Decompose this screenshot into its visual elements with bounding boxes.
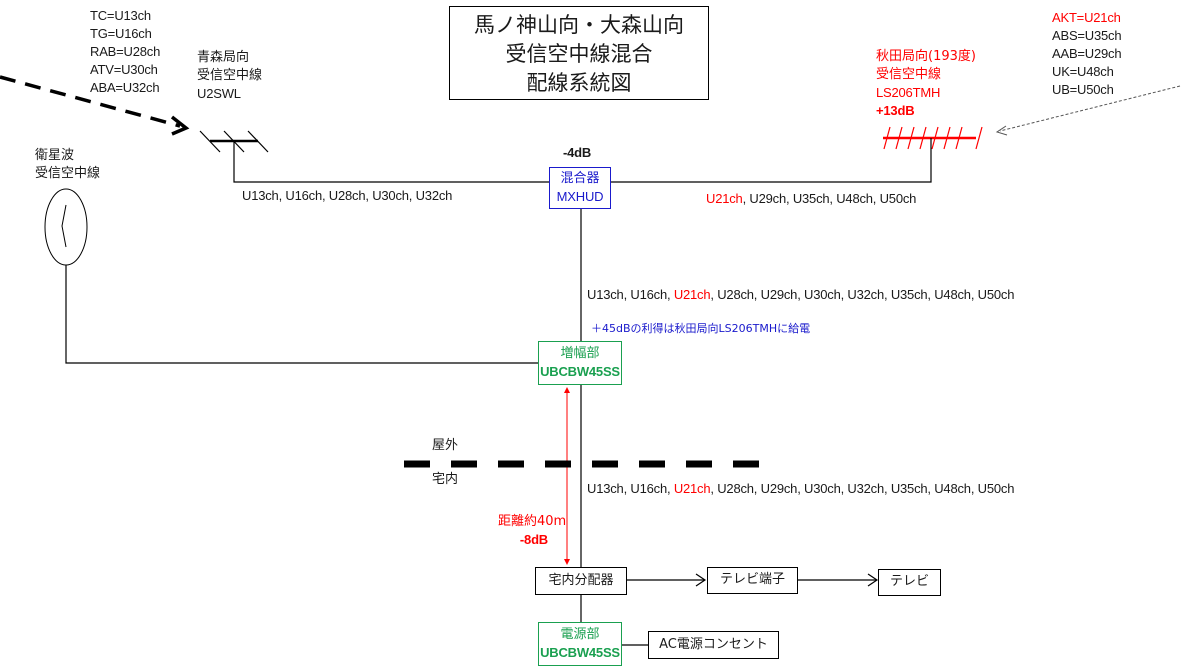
channel-item: TC=U13ch	[90, 8, 151, 23]
aomori-channel-list: TC=U13ch TG=U16ch RAB=U28ch ATV=U30ch AB…	[90, 7, 160, 97]
mixed-channels-upper: U13ch, U16ch, U21ch, U28ch, U29ch, U30ch…	[587, 286, 1014, 304]
channel-item: UB=U50ch	[1052, 82, 1114, 97]
channel-item: AAB=U29ch	[1052, 46, 1122, 61]
amplifier-model: UBCBW45SS	[540, 364, 620, 379]
channel-after: , U28ch, U29ch, U30ch, U32ch, U35ch, U48…	[710, 481, 1015, 496]
power-unit-box: 電源部 UBCBW45SS	[538, 622, 622, 666]
akita-antenna-direction: 秋田局向(193度)	[876, 49, 976, 64]
title-line-3: 配線系統図	[526, 71, 632, 95]
channel-item: AKT=U21ch	[1052, 10, 1121, 25]
channel-item: RAB=U28ch	[90, 44, 161, 59]
satellite-antenna-label: 衛星波 受信空中線	[35, 147, 100, 183]
channel-highlight: U21ch	[673, 287, 711, 302]
power-feed-note: ＋45dBの利得は秋田局向LS206TMHに給電	[591, 322, 811, 335]
diagram-title: 馬ノ神山向・大森山向 受信空中線混合 配線系統図	[449, 6, 709, 100]
mixer-loss: -4dB	[563, 145, 592, 160]
akita-antenna-type: 受信空中線	[876, 67, 942, 82]
amplifier-name: 増幅部	[560, 346, 600, 361]
akita-antenna-model: LS206TMH	[876, 85, 941, 100]
aomori-antenna-label: 青森局向 受信空中線 U2SWL	[197, 49, 262, 103]
channel-item: ABA=U32ch	[90, 80, 160, 95]
channel-item: ABS=U35ch	[1052, 28, 1122, 43]
ac-outlet-box: AC電源コンセント	[648, 631, 779, 659]
tv-outlet-box: テレビ端子	[707, 567, 798, 594]
channel-highlight: U21ch	[706, 191, 743, 206]
channel-item: TG=U16ch	[90, 26, 152, 41]
aomori-antenna-type: 受信空中線	[197, 68, 263, 83]
mixer-box: 混合器 MXHUD	[549, 167, 611, 209]
akita-feed-channels: U21ch, U29ch, U35ch, U48ch, U50ch	[706, 190, 916, 208]
aomori-signal-arrow	[0, 75, 190, 136]
cable-loss: -8dB	[519, 532, 548, 547]
splitter-to-outlet-arrow	[627, 573, 707, 587]
splitter-box: 宅内分配器	[535, 567, 627, 595]
title-line-2: 受信空中線混合	[505, 42, 653, 66]
mixer-name: 混合器	[560, 171, 600, 186]
akita-antenna-gain: +13dB	[876, 103, 915, 118]
akita-antenna-icon	[883, 126, 983, 150]
tv-box: テレビ	[878, 569, 941, 596]
akita-signal-arrow	[995, 85, 1181, 136]
aomori-feed-channels: U13ch, U16ch, U28ch, U30ch, U32ch	[242, 188, 453, 203]
mixer-model: MXHUD	[556, 189, 604, 204]
aomori-antenna-direction: 青森局向	[197, 50, 250, 65]
outlet-to-tv-arrow	[798, 573, 879, 587]
cable-distance-label: 距離約40m -8dB	[498, 513, 567, 549]
indoor-label: 宅内	[432, 472, 459, 487]
aomori-antenna-model: U2SWL	[197, 86, 241, 101]
channel-item: ATV=U30ch	[90, 62, 158, 77]
channel-highlight: U21ch	[673, 481, 711, 496]
satellite-label-line-1: 衛星波	[35, 148, 75, 163]
satellite-feed-line	[65, 265, 538, 364]
title-line-1: 馬ノ神山向・大森山向	[474, 13, 684, 37]
power-unit-name: 電源部	[560, 627, 600, 642]
channel-before: U13ch, U16ch,	[587, 481, 674, 496]
channel-rest: , U29ch, U35ch, U48ch, U50ch	[742, 191, 917, 206]
akita-channel-list: AKT=U21ch ABS=U35ch AAB=U29ch UK=U48ch U…	[1052, 9, 1122, 99]
channel-before: U13ch, U16ch,	[587, 287, 674, 302]
aomori-feed-line	[233, 141, 549, 183]
channel-item: UK=U48ch	[1052, 64, 1114, 79]
power-unit-model: UBCBW45SS	[540, 645, 620, 660]
satellite-antenna-icon	[44, 188, 88, 266]
outdoor-label: 屋外	[432, 438, 459, 453]
satellite-label-line-2: 受信空中線	[35, 166, 101, 181]
mixed-channels-lower: U13ch, U16ch, U21ch, U28ch, U29ch, U30ch…	[587, 480, 1014, 498]
akita-feed-line	[611, 138, 932, 183]
akita-antenna-label: 秋田局向(193度) 受信空中線 LS206TMH +13dB	[876, 48, 976, 120]
amplifier-box: 増幅部 UBCBW45SS	[538, 341, 622, 385]
channel-after: , U28ch, U29ch, U30ch, U32ch, U35ch, U48…	[710, 287, 1015, 302]
cable-distance: 距離約40m	[498, 514, 567, 529]
